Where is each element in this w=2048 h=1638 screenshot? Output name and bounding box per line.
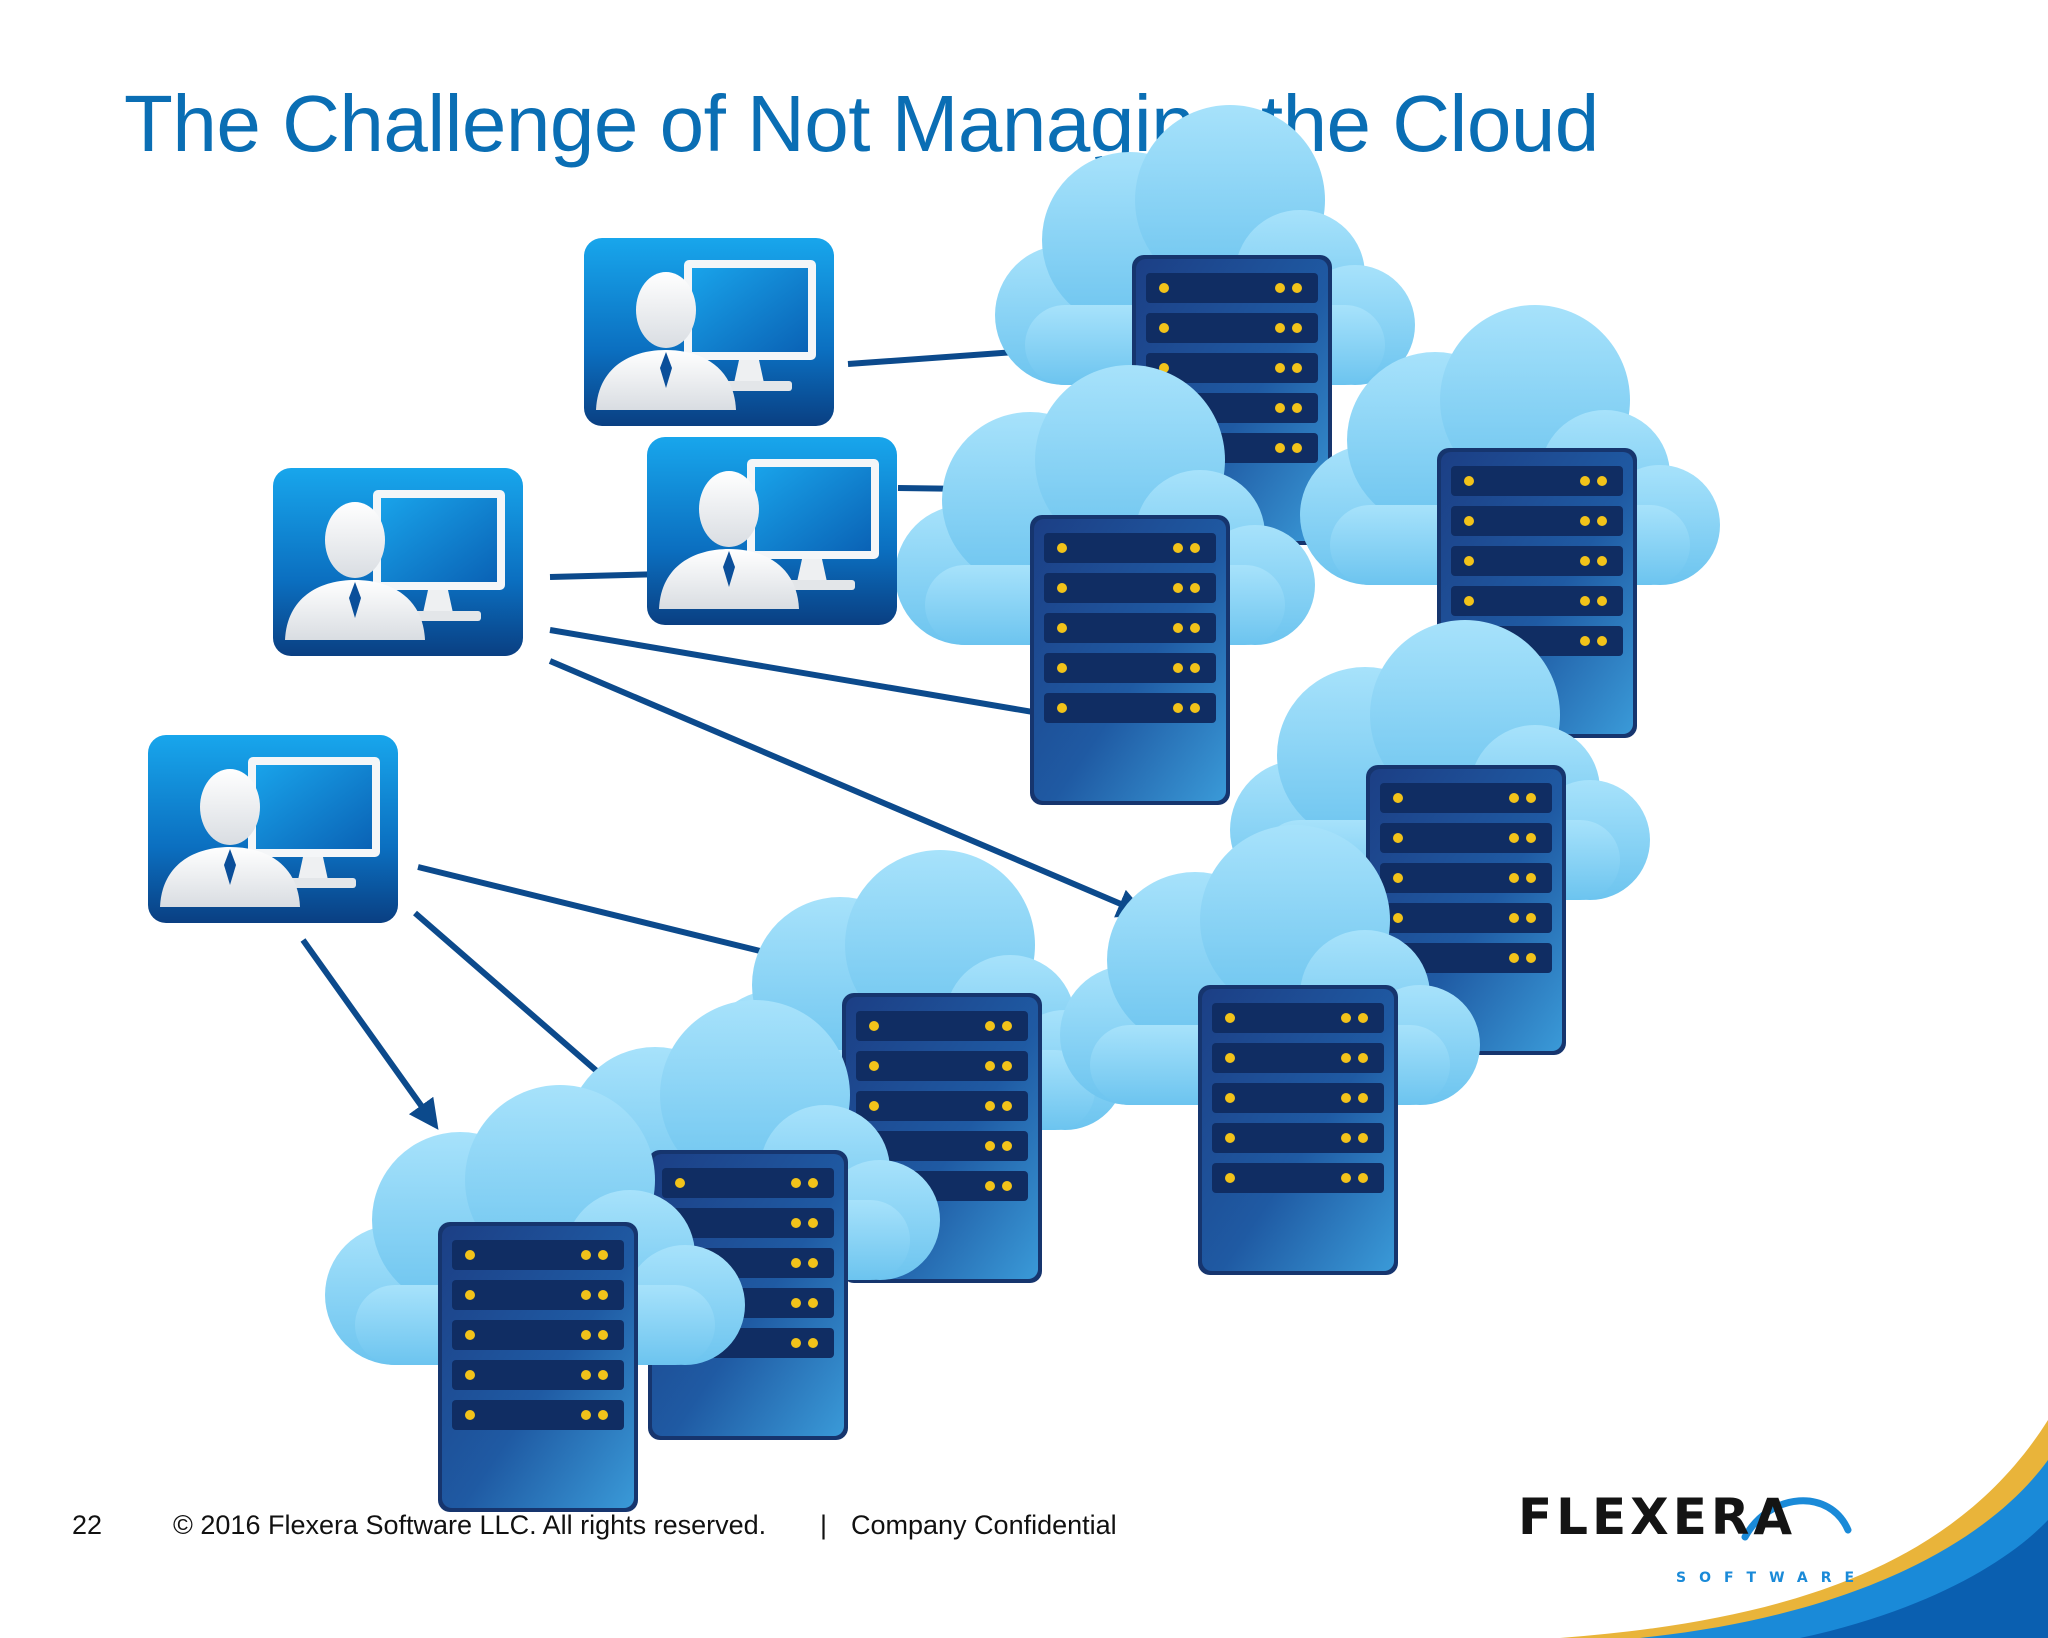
arrow-user4-cloud5	[417, 864, 811, 971]
confidentiality-label: Company Confidential	[851, 1510, 1117, 1540]
arrow-user4-cloud8	[300, 938, 439, 1130]
corner-swoosh	[1560, 1420, 2048, 1638]
copyright-notice: © 2016 Flexera Software LLC. All rights …	[173, 1510, 767, 1540]
user-workstation-4	[148, 735, 398, 923]
flexera-logo: FLEXERA SOFTWARE	[1518, 1488, 1867, 1586]
logo-wordmark: FLEXERA	[1518, 1488, 1796, 1546]
slide-footer: 22 © 2016 Flexera Software LLC. All righ…	[0, 1510, 1300, 1550]
arrow-user3-cloud2-lower	[549, 627, 1086, 731]
page-number: 22	[72, 1510, 103, 1540]
arrow-user4-cloud7	[413, 910, 635, 1104]
logo-subtitle: SOFTWARE	[1676, 1570, 1867, 1586]
user-workstation-1	[584, 238, 834, 426]
user-workstation-3	[273, 468, 523, 656]
footer-separator: |	[820, 1510, 828, 1540]
user-workstation-2	[647, 437, 897, 625]
slide-title: The Challenge of Not Managing the Cloud	[124, 79, 1599, 168]
arrow-user3-cloud6	[548, 658, 1148, 918]
